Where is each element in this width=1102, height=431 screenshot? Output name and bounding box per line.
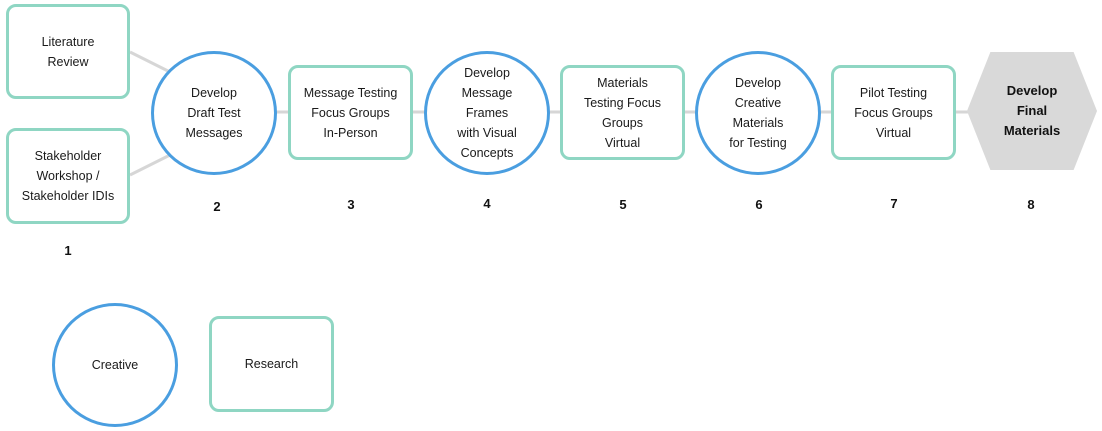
step-2-develop-draft-test-messages: Develop Draft Test Messages — [151, 51, 277, 175]
step-5-materials-testing: Materials Testing Focus Groups Virtual — [560, 65, 685, 160]
step-1-literature-review: Literature Review — [6, 4, 130, 99]
step-2-label: Develop Draft Test Messages — [185, 86, 243, 140]
step-7-pilot-testing: Pilot Testing Focus Groups Virtual — [831, 65, 956, 160]
connector-1a-2 — [129, 50, 171, 74]
step-number-2: 2 — [213, 199, 221, 214]
legend-creative-label: Creative — [91, 358, 139, 372]
step-1-literature-review-label: Literature Review — [41, 34, 95, 69]
step-number-7: 7 — [890, 196, 898, 211]
connector-1b-2 — [129, 153, 171, 177]
legend-research: Research — [209, 316, 334, 412]
step-4-label: Develop Message Frames with Visual Conce… — [457, 66, 517, 160]
step-1-stakeholder-workshop-label: Stakeholder Workshop / Stakeholder IDIs — [21, 149, 115, 203]
legend-research-label: Research — [244, 357, 299, 371]
step-6-label: Develop Creative Materials for Testing — [729, 76, 787, 150]
step-3-label: Message Testing Focus Groups In-Person — [303, 85, 398, 140]
step-5-label: Materials Testing Focus Groups Virtual — [583, 75, 662, 150]
step-8-label: Develop Final Materials — [1003, 83, 1061, 138]
step-number-1: 1 — [64, 243, 72, 258]
step-number-5: 5 — [619, 197, 627, 212]
legend-creative: Creative — [52, 303, 178, 427]
step-number-3: 3 — [347, 197, 355, 212]
step-1-stakeholder-workshop: Stakeholder Workshop / Stakeholder IDIs — [6, 128, 130, 224]
step-7-label: Pilot Testing Focus Groups Virtual — [854, 85, 933, 140]
step-3-message-testing: Message Testing Focus Groups In-Person — [288, 65, 413, 160]
step-8-develop-final-materials: Develop Final Materials — [967, 52, 1097, 170]
step-6-develop-creative-materials: Develop Creative Materials for Testing — [695, 51, 821, 175]
step-number-6: 6 — [755, 197, 763, 212]
step-number-4: 4 — [483, 196, 491, 211]
step-4-develop-message-frames: Develop Message Frames with Visual Conce… — [424, 51, 550, 175]
step-number-8: 8 — [1027, 197, 1035, 212]
